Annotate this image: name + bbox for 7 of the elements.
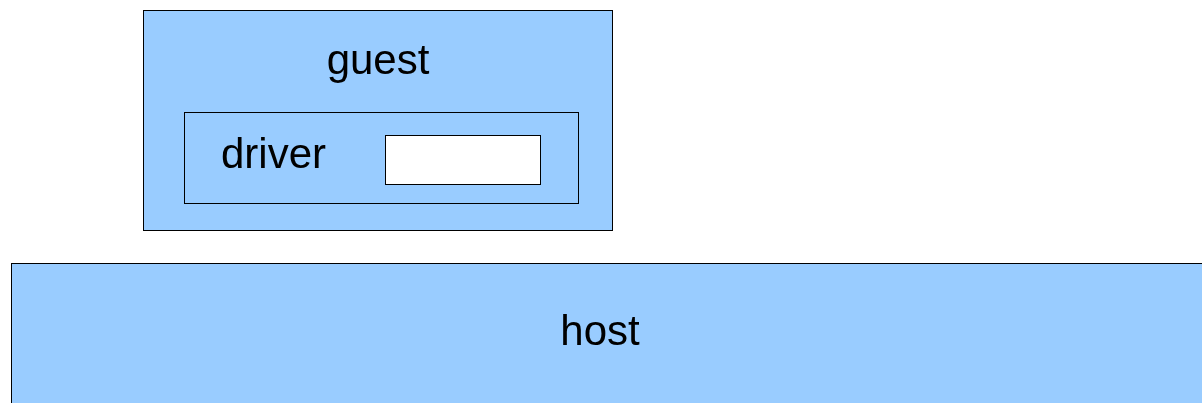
layer-box	[143, 10, 613, 231]
empty-box	[385, 135, 541, 185]
box-label: host	[559, 310, 641, 352]
layer-box	[184, 112, 579, 204]
box-label: guest	[325, 39, 431, 81]
layer-box	[11, 263, 1202, 403]
box-label: driver	[221, 133, 327, 175]
